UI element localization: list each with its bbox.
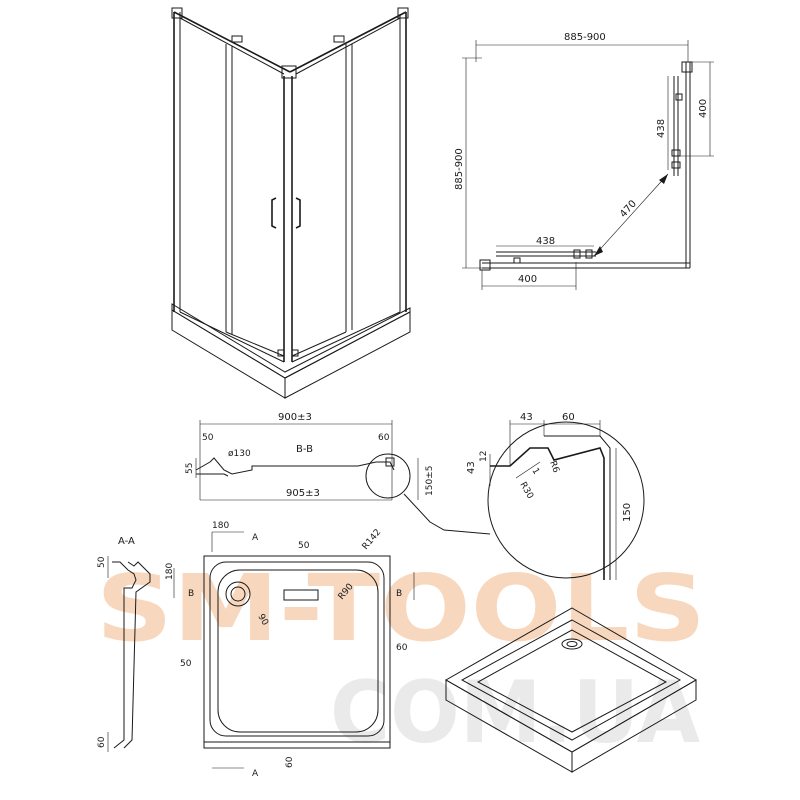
tray-drain-outer bbox=[225, 581, 251, 607]
detail-dim-43-top: 43 bbox=[520, 412, 533, 423]
tray-3d-front-right bbox=[571, 679, 697, 773]
tray-3d-rim bbox=[460, 619, 682, 741]
plan-roller-3 bbox=[585, 249, 593, 259]
enclosure-corner-cap bbox=[281, 65, 297, 79]
enclosure-right-cap bbox=[397, 7, 409, 19]
detail-r6: R6 bbox=[547, 460, 561, 475]
enclosure-left-bottom-rail-2 bbox=[225, 331, 285, 357]
enclosure-right-bottom-rail bbox=[291, 311, 401, 363]
tray-b-left-label: B bbox=[188, 589, 194, 599]
enclosure-left-bottom-rail bbox=[179, 311, 285, 363]
tray-3d-view bbox=[444, 607, 697, 773]
tray-front-edge bbox=[203, 741, 391, 749]
bb-title: B-B bbox=[296, 444, 313, 455]
bb-right-height-label: 150±5 bbox=[425, 466, 435, 496]
detail-profile bbox=[490, 447, 605, 580]
tray-drain-y-label: 180 bbox=[165, 563, 175, 580]
tray-drain-inner bbox=[230, 586, 246, 602]
bb-detail-circle bbox=[365, 453, 411, 499]
plan-roller-2 bbox=[573, 249, 581, 259]
tray-rim-bottom-label: 60 bbox=[285, 756, 295, 768]
plan-door-width-h-label: 438 bbox=[536, 236, 555, 247]
tray-a-top-label: A bbox=[252, 533, 259, 543]
aa-profile-right bbox=[123, 561, 151, 749]
bb-tray-profile bbox=[195, 457, 395, 475]
aa-profile-left bbox=[112, 561, 137, 749]
tray-b-right-label: B bbox=[396, 589, 402, 599]
tray-rim-outline bbox=[209, 561, 385, 737]
section-aa: A-A 50 60 bbox=[97, 536, 151, 752]
detail-circle bbox=[487, 421, 645, 579]
detail-r30: R30 bbox=[517, 481, 535, 502]
plan-diagonal-line bbox=[593, 173, 669, 257]
plan-corner-block-top bbox=[681, 61, 693, 73]
plan-depth-label: 885-900 bbox=[454, 148, 465, 190]
bb-left-height-label: 55 bbox=[185, 463, 195, 474]
bb-drain-label: ø130 bbox=[228, 449, 251, 459]
detail-leader bbox=[515, 461, 541, 479]
tray-corner-radius-outer: R142 bbox=[361, 528, 384, 552]
bb-tray-profile-bottom bbox=[196, 473, 229, 477]
plan-right-offset-label: 400 bbox=[698, 99, 709, 118]
bb-detail-leader bbox=[403, 493, 491, 535]
enclosure-right-top-rail-inner bbox=[295, 17, 401, 75]
plan-width-label: 885-900 bbox=[564, 32, 606, 43]
enclosure-3d-view bbox=[171, 7, 411, 399]
enclosure-tray-front-right bbox=[284, 311, 411, 399]
tray-drain-x-label: 180 bbox=[212, 521, 229, 531]
bb-top-width-label: 900±3 bbox=[278, 412, 312, 423]
detail-dim-12: 12 bbox=[479, 451, 489, 462]
tray-rim-top-label: 50 bbox=[298, 541, 310, 551]
detail-profile-outer bbox=[544, 435, 611, 580]
tray-basin-outline bbox=[217, 569, 379, 733]
enclosure-left-handle bbox=[271, 197, 277, 229]
tray-rim-right-label: 60 bbox=[396, 643, 408, 653]
detail-dim-150: 150 bbox=[622, 503, 633, 522]
plan-roller-5 bbox=[671, 149, 681, 157]
bb-right-rim-block bbox=[385, 457, 395, 467]
enclosure-roller-right bbox=[333, 35, 345, 43]
plan-roller-4 bbox=[675, 93, 683, 101]
bb-left-rim-label: 50 bbox=[202, 433, 214, 443]
tray-a-bottom-label: A bbox=[252, 769, 259, 779]
tray-3d-drain bbox=[561, 638, 583, 650]
enclosure-right-top-rail bbox=[289, 11, 407, 73]
bb-right-rim-label: 60 bbox=[378, 433, 390, 443]
enclosure-tray-top bbox=[171, 303, 411, 379]
tray-3d-drain-inner bbox=[566, 641, 578, 647]
aa-bottom-dim: 60 bbox=[97, 736, 107, 748]
detail-one: 1 bbox=[529, 467, 541, 477]
plan-bottom-offset-label: 400 bbox=[518, 274, 537, 285]
plan-diagonal-label: 470 bbox=[618, 198, 639, 220]
aa-top-dim: 50 bbox=[97, 556, 107, 568]
plan-diagonal-arrow-top bbox=[659, 174, 668, 184]
bb-bottom-width-label: 905±3 bbox=[286, 488, 320, 499]
aa-title: A-A bbox=[118, 536, 135, 547]
tray-rim-left-label: 50 bbox=[180, 659, 192, 669]
enclosure-left-cap bbox=[171, 7, 183, 19]
tray-3d-basin bbox=[476, 629, 668, 733]
plan-door-width-v-label: 438 bbox=[656, 119, 667, 138]
detail-dim-60-top: 60 bbox=[562, 412, 575, 423]
plan-view: 885-900 885-900 470 438 bbox=[454, 32, 714, 290]
enclosure-right-bottom-rail-2 bbox=[291, 331, 347, 357]
enclosure-bottom-guide-left bbox=[277, 349, 285, 357]
section-bb: 900±3 B-B 50 60 ø130 55 150±5 905±3 bbox=[185, 412, 491, 535]
plan-roller-6 bbox=[671, 161, 681, 169]
detail-dim-43-side: 43 bbox=[466, 461, 477, 474]
enclosure-roller-left bbox=[231, 35, 243, 43]
plan-diagonal-arrow-bottom bbox=[594, 246, 603, 256]
tray-label-plate bbox=[283, 589, 319, 601]
plan-roller-1 bbox=[513, 257, 521, 264]
enclosure-right-handle bbox=[295, 197, 301, 229]
enclosure-bottom-guide-right bbox=[291, 349, 299, 357]
plan-corner-block-left bbox=[479, 259, 491, 271]
